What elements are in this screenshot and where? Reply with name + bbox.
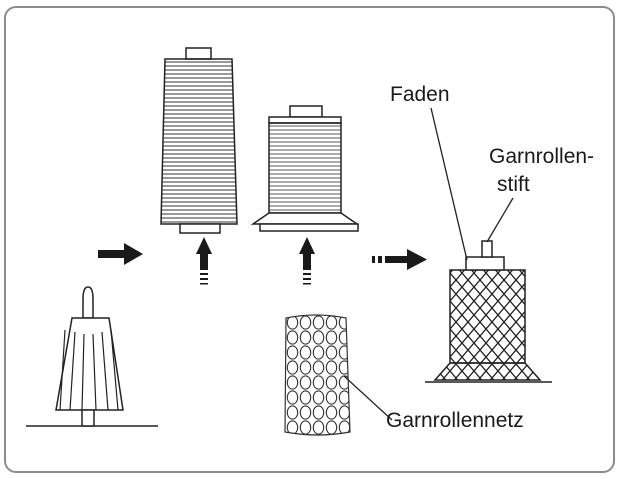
spool-with-net	[425, 240, 552, 383]
spool-net-label: Garnrollennetz	[386, 409, 524, 432]
arrow-right-dashed	[372, 249, 427, 270]
arrow-up-2	[299, 237, 315, 285]
cone-spool	[160, 47, 238, 234]
spool-pin-label-line1: Garnrollen-	[489, 145, 595, 168]
thread-spool	[250, 105, 360, 232]
spool-stand	[26, 286, 158, 427]
spool-pin-leader	[486, 197, 514, 243]
thread-line	[430, 107, 468, 261]
thread-label: Faden	[390, 83, 450, 106]
arrow-right	[98, 243, 143, 265]
spool-net	[284, 314, 351, 436]
arrow-up-1	[196, 237, 212, 285]
spool-net-leader	[343, 375, 393, 421]
spool-pin-label-line2: stift	[497, 173, 530, 196]
